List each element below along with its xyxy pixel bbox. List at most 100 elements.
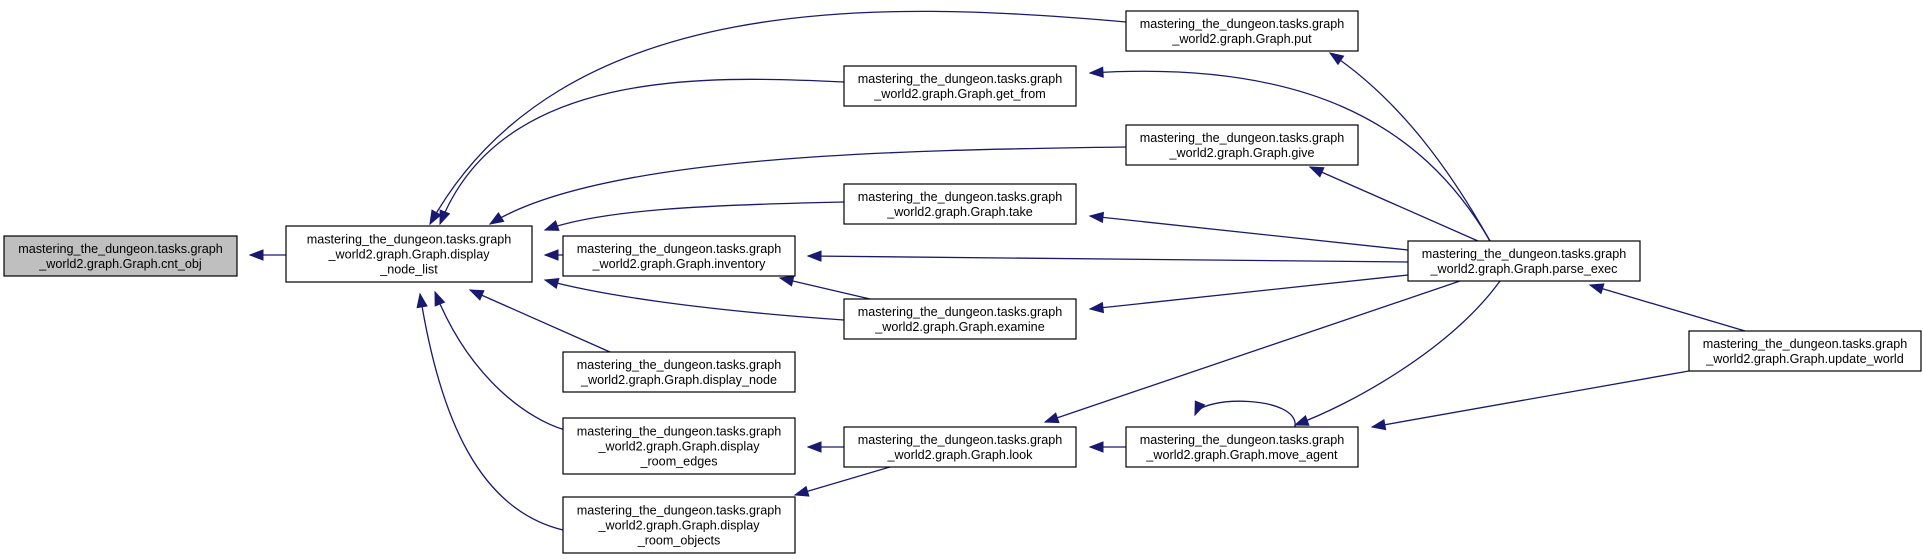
node-put[interactable]: mastering_the_dungeon.tasks.graph_world2… [1125,10,1359,52]
edge-line [1371,370,1690,428]
node-label-line: mastering_the_dungeon.tasks.graph [577,425,781,439]
node-box [3,235,238,277]
arrowhead [439,209,451,226]
edge-line [419,293,564,531]
edge-line [807,255,1409,263]
edge-line [1089,215,1409,251]
node-display-node-list[interactable]: mastering_the_dungeon.tasks.graph_world2… [285,225,533,283]
node-inventory[interactable]: mastering_the_dungeon.tasks.graph_world2… [562,235,796,277]
edge-line [1589,284,1746,332]
node-label-line: _world2.graph.Graph.give [1169,146,1315,160]
nodes-layer: mastering_the_dungeon.tasks.graph_world2… [3,10,1922,554]
node-label-line: _world2.graph.Graph.take [886,205,1033,219]
node-label-line: _world2.graph.Graph.look [887,448,1034,462]
node-box [1125,426,1359,468]
arrowhead [1088,211,1105,224]
node-label-line: mastering_the_dungeon.tasks.graph [858,305,1062,319]
node-display-room-objects[interactable]: mastering_the_dungeon.tasks.graph_world2… [562,496,796,554]
edge-line [1089,274,1409,310]
arrowhead [806,441,822,453]
edge-update_world-to-move_agent [1370,370,1690,431]
node-label-line: mastering_the_dungeon.tasks.graph [858,72,1062,86]
node-label-line: _world2.graph.Graph.display [597,519,760,533]
arrowhead [1088,301,1105,314]
edge-parse_exec-to-get_from [1088,66,1491,242]
node-take[interactable]: mastering_the_dungeon.tasks.graph_world2… [843,183,1077,225]
node-box [1125,10,1359,52]
node-label-line: _world2.graph.Graph.display_node [580,373,777,387]
arrowhead [434,290,446,307]
arrowhead [1043,412,1060,424]
node-box [1407,240,1641,282]
arrowhead [1088,441,1104,453]
edge-parse_exec-to-move_agent [1293,280,1501,426]
edge-display_node_list-to-cnt_obj [248,249,286,261]
node-label-line: mastering_the_dungeon.tasks.graph [1422,247,1626,261]
edges-layer [248,10,1746,531]
node-label-line: mastering_the_dungeon.tasks.graph [858,190,1062,204]
node-give[interactable]: mastering_the_dungeon.tasks.graph_world2… [1125,124,1359,166]
node-label-line: mastering_the_dungeon.tasks.graph [1140,131,1344,145]
edge-parse_exec-to-put [1328,52,1491,242]
arrowhead [806,250,822,262]
edge-line [434,291,566,431]
node-look[interactable]: mastering_the_dungeon.tasks.graph_world2… [843,426,1077,468]
node-update-world[interactable]: mastering_the_dungeon.tasks.graph_world2… [1688,330,1922,372]
arrowhead [1293,414,1310,426]
node-box [843,183,1077,225]
edge-line [1294,280,1501,426]
edge-examine-to-inventory [778,275,871,300]
node-box [562,496,796,554]
node-label-line: _world2.graph.Graph.inventory [592,257,767,271]
edge-examine-to-display_node_list [543,277,845,321]
node-box [843,298,1077,340]
node-cnt-obj[interactable]: mastering_the_dungeon.tasks.graph_world2… [3,235,238,277]
arrowhead [416,292,428,309]
edge-look-to-display_room_edges [806,441,844,453]
edge-line [489,146,1127,225]
edge-line [794,466,891,496]
edge-inventory-to-display_node_list [543,249,563,261]
node-label-line: _room_objects [637,534,721,548]
node-label-line: mastering_the_dungeon.tasks.graph [18,242,222,256]
node-parse-exec[interactable]: mastering_the_dungeon.tasks.graph_world2… [1407,240,1641,282]
node-label-line: mastering_the_dungeon.tasks.graph [577,504,781,518]
arrowhead [778,275,795,287]
node-label-line: mastering_the_dungeon.tasks.graph [1140,433,1344,447]
node-label-line: mastering_the_dungeon.tasks.graph [577,358,781,372]
edge-line [1089,70,1491,242]
edge-line [779,277,871,300]
node-display-room-edges[interactable]: mastering_the_dungeon.tasks.graph_world2… [562,417,796,475]
edge-display_room_objects-to-display_node_list [416,292,564,531]
node-label-line: _world2.graph.Graph.move_agent [1145,448,1338,462]
node-examine[interactable]: mastering_the_dungeon.tasks.graph_world2… [843,298,1077,340]
arrowhead [543,220,560,231]
edge-parse_exec-to-take [1088,211,1409,251]
node-label-line: _world2.graph.Graph.display [327,248,490,262]
edge-parse_exec-to-give [1308,166,1479,242]
node-get-from[interactable]: mastering_the_dungeon.tasks.graph_world2… [843,65,1077,107]
arrowhead [468,289,485,301]
arrowhead [543,277,560,290]
edge-parse_exec-to-inventory [806,250,1409,263]
edge-line [469,289,611,353]
node-move-agent[interactable]: mastering_the_dungeon.tasks.graph_world2… [1125,426,1359,468]
edge-move_agent-to-look [1088,441,1126,453]
node-box [562,417,796,475]
arrowhead [429,209,442,226]
arrowhead [488,212,505,225]
node-box [1688,330,1922,372]
node-label-line: _world2.graph.Graph.parse_exec [1430,262,1618,276]
edge-move_agent-to-move_agent [1194,400,1296,428]
node-label-line: _world2.graph.Graph.cnt_obj [38,257,201,271]
node-label-line: mastering_the_dungeon.tasks.graph [1703,337,1907,351]
edge-line [1044,280,1461,423]
node-label-line: _room_edges [639,455,717,469]
node-label-line: mastering_the_dungeon.tasks.graph [858,433,1062,447]
edge-line [1309,166,1479,242]
edge-line [544,201,845,231]
arrowhead [793,485,810,497]
node-display-node[interactable]: mastering_the_dungeon.tasks.graph_world2… [562,351,796,393]
edge-parse_exec-to-examine [1088,274,1409,314]
